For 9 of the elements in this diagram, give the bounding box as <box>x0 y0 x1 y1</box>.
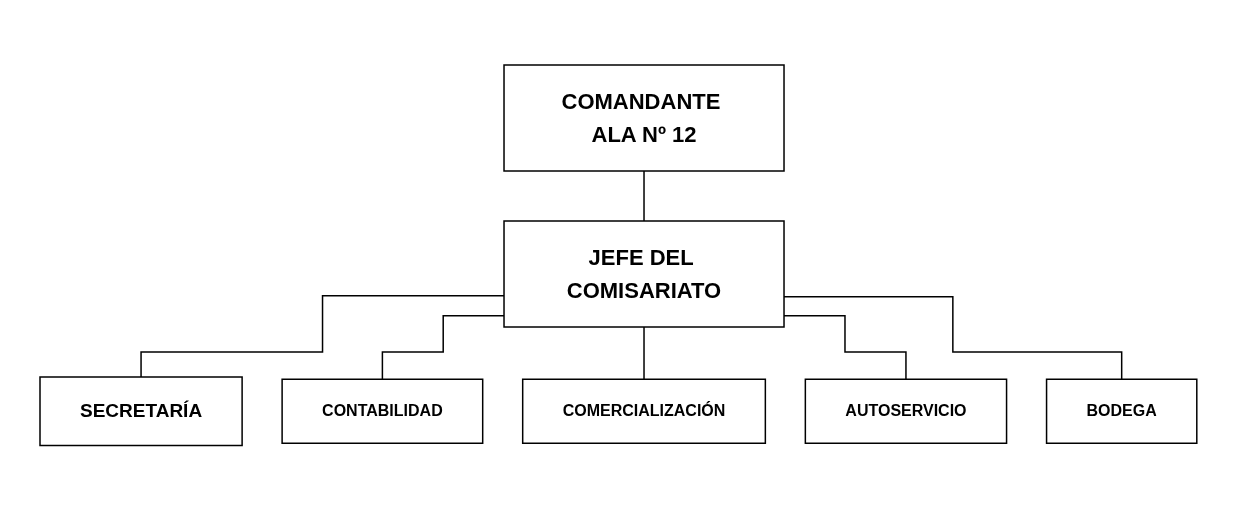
node-box: JEFE DEL COMISARIATO <box>502 220 785 328</box>
connector <box>642 326 645 380</box>
node-box: COMANDANTE ALA Nº 12 <box>502 64 785 172</box>
node-box: AUTOSERVICIO <box>804 378 1007 444</box>
node-box: SECRETARÍA <box>38 376 243 446</box>
node-box: CONTABILIDAD <box>280 378 484 444</box>
node-box: BODEGA <box>1045 378 1198 444</box>
connector <box>642 170 645 222</box>
node-box: COMERCIALIZACIÓN <box>521 378 766 444</box>
